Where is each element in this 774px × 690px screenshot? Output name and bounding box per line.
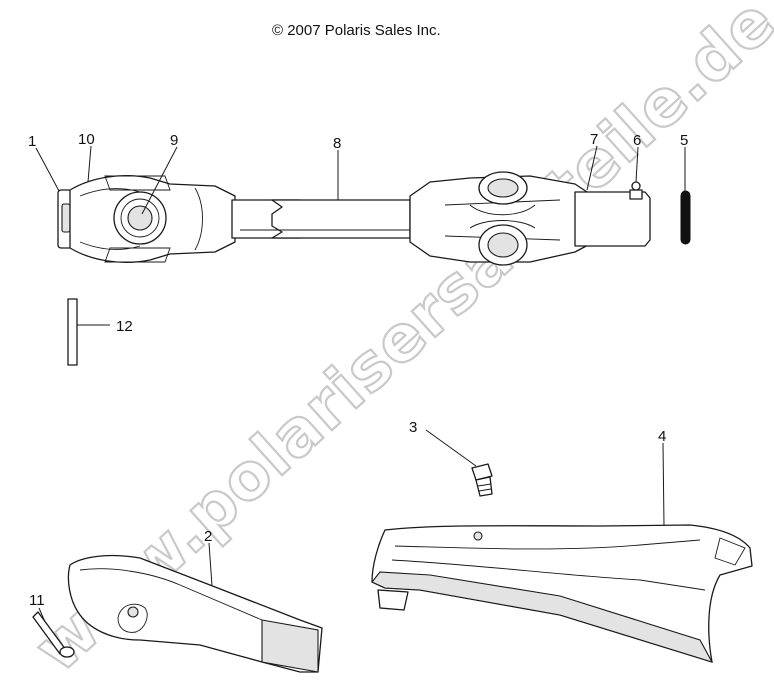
callout-4: 4 [658, 428, 666, 445]
callout-2: 2 [204, 528, 212, 545]
yoke-ear-bottom [104, 247, 171, 263]
yoke-neck-line [194, 187, 203, 251]
rear-shield-bracket [377, 589, 409, 611]
callout-5: 5 [680, 132, 688, 149]
callout-9: 9 [170, 132, 178, 149]
front-shield-hole [117, 603, 148, 633]
slip-yoke-part [574, 191, 651, 247]
callout-12: 12 [116, 318, 133, 335]
callout-6: 6 [633, 132, 641, 149]
right-cross-lines [469, 204, 536, 229]
grease-fitting-part [629, 189, 643, 200]
rear-shield-ridge [394, 539, 701, 550]
bearing-cap-ring [120, 198, 160, 238]
copyright-text: © 2007 Polaris Sales Inc. [272, 22, 441, 39]
right-bearing-bottom-center [487, 232, 519, 258]
bolt-threads [477, 483, 492, 492]
callout-3: 3 [409, 419, 417, 436]
callouts: 1 10 9 8 7 6 5 12 3 4 2 11 [28, 131, 688, 609]
front-shield-ridge [79, 568, 263, 621]
pin-part [32, 611, 75, 658]
callout-7: 7 [590, 131, 598, 148]
rear-shield-lower-band [371, 571, 714, 663]
roll-pin-part [680, 190, 691, 245]
front-shield-flange [261, 619, 319, 673]
rear-shield-crease [391, 559, 706, 591]
rear-shield-bolt-hole [473, 531, 483, 541]
callout-10: 10 [78, 131, 95, 148]
rear-shield-part [371, 524, 753, 663]
callout-1: 1 [28, 133, 36, 150]
pin-head [59, 646, 75, 658]
bearing-cap-center [127, 205, 153, 231]
callout-11: 11 [29, 592, 45, 609]
bolt-shank [475, 476, 493, 497]
key-part [67, 298, 78, 366]
right-bearing-top-center [487, 178, 519, 198]
end-yoke-bore [61, 203, 71, 233]
yoke-ear-top [104, 175, 171, 191]
driveshaft-assembly [57, 171, 691, 266]
leader-lines [35, 145, 686, 623]
grease-fitting-head [631, 181, 641, 191]
callout-8: 8 [333, 135, 341, 152]
rear-shield-tab [714, 537, 746, 566]
front-shield-hole-center [127, 606, 139, 618]
front-shield-part [67, 554, 323, 673]
drive-tube-body [271, 199, 411, 239]
bolt-part [471, 463, 493, 497]
